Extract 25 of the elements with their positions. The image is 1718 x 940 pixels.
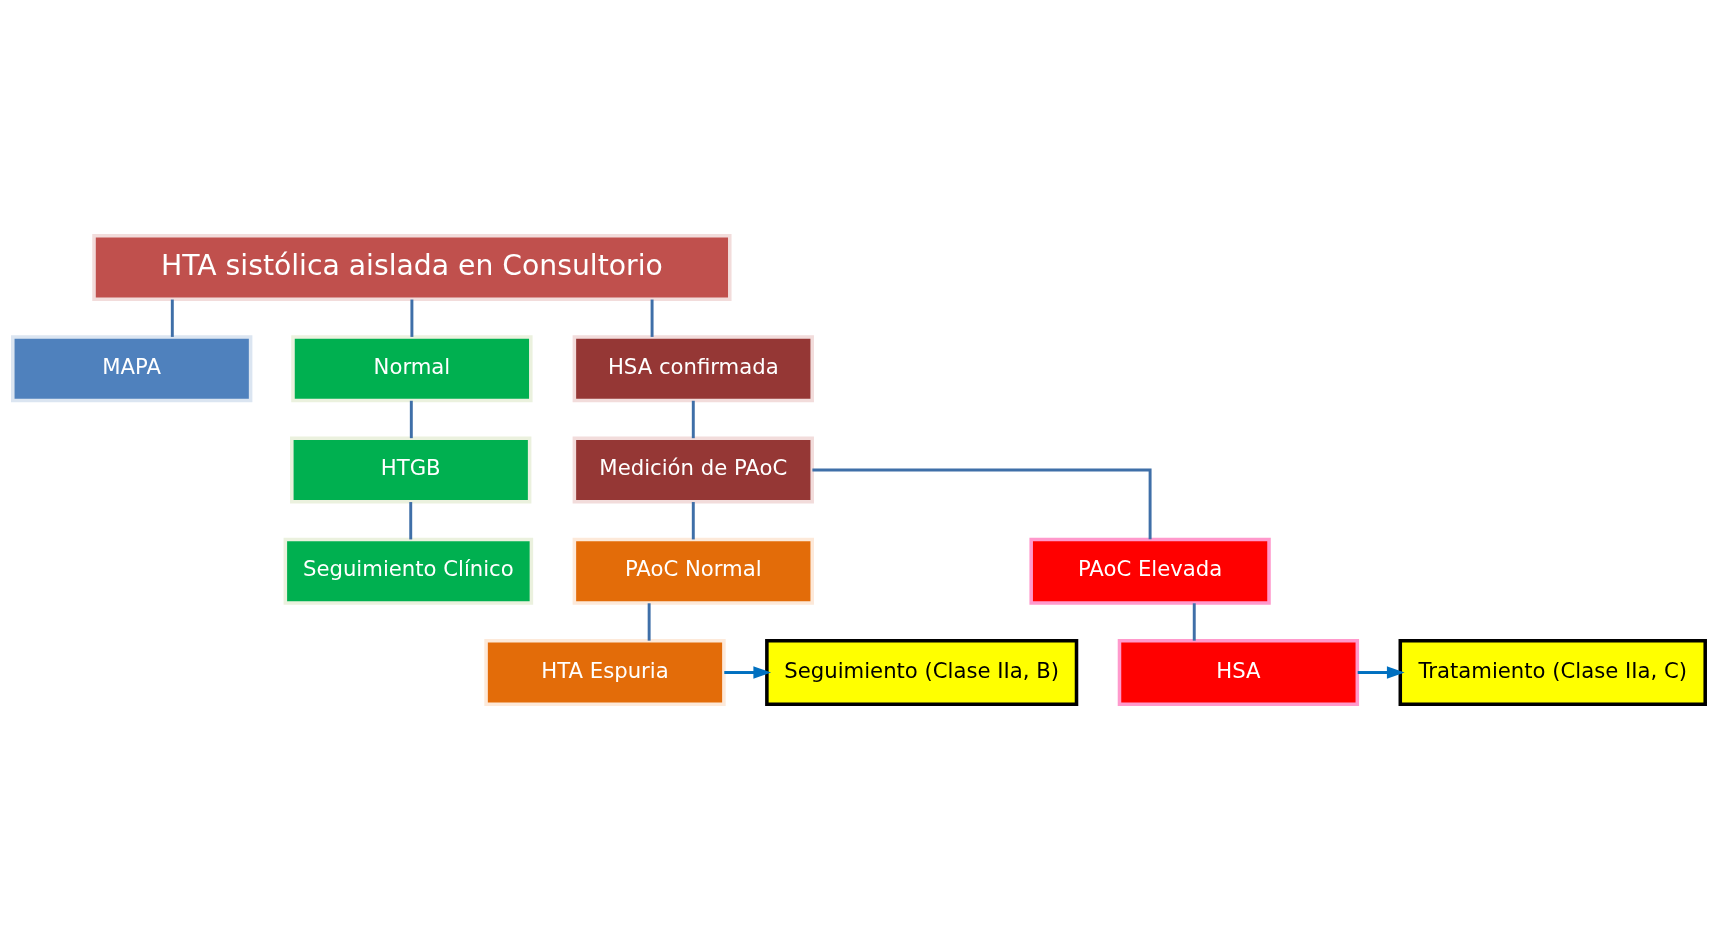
connector [691, 400, 695, 439]
connector [170, 299, 174, 337]
node-box: Normal [291, 335, 533, 403]
connector [410, 299, 414, 337]
node-box: Seguimiento Clínico [283, 537, 534, 605]
node-box: HTA Espuria [484, 638, 726, 707]
node-box: HTGB [290, 436, 532, 504]
node-box: Medición de PAoC [572, 436, 814, 504]
node-box: Seguimiento (Clase IIa, B) [765, 638, 1079, 707]
arrow [724, 666, 772, 679]
arrow [1357, 666, 1405, 679]
node-box: PAoC Normal [572, 537, 814, 605]
connector [812, 468, 1152, 540]
connector [647, 603, 651, 641]
node-box: PAoC Elevada [1029, 537, 1271, 605]
node-box: HTA sistólica aislada en Consultorio [92, 233, 732, 302]
node-box: MAPA [11, 335, 253, 403]
node-box: HSA confirmada [572, 335, 814, 403]
connector [1192, 603, 1196, 641]
connector [409, 400, 413, 439]
connector [409, 502, 413, 540]
node-box: HSA [1117, 638, 1360, 707]
connector [650, 299, 654, 337]
node-box: Tratamiento (Clase IIa, C) [1398, 638, 1707, 707]
connector [691, 502, 695, 540]
